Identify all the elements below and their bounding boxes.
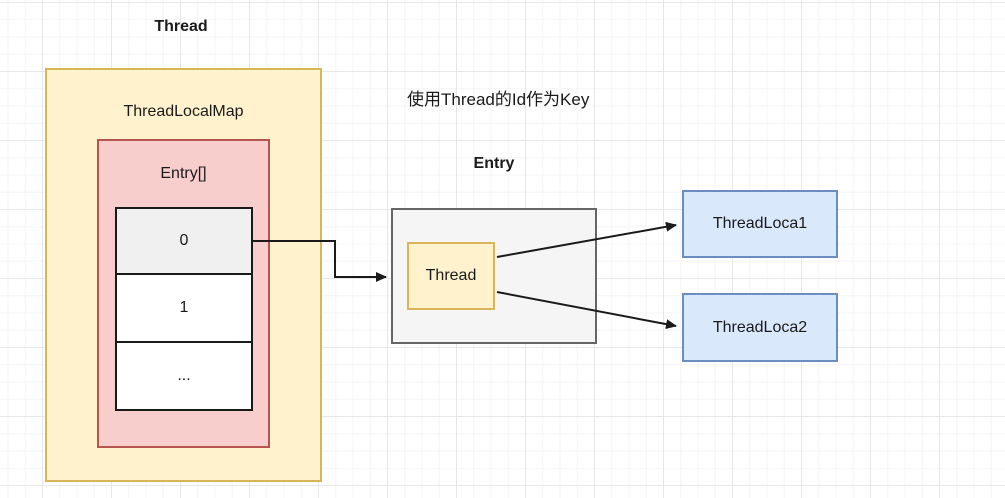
array-cell-1: 1 [115,275,253,343]
annotation-text: 使用Thread的Id作为Key [407,90,590,109]
entry-array-label: Entry[] [160,165,207,182]
thread-box: Thread [407,242,495,310]
array-cell-ellipsis: ... [115,343,253,411]
diagram-title: Thread [154,18,208,35]
threadlocal1-box: ThreadLoca1 [682,190,838,258]
array-cell-0: 0 [115,207,253,275]
threadlocal2-box: ThreadLoca2 [682,293,838,362]
entry-label: Entry [473,155,515,172]
threadlocalmap-label: ThreadLocalMap [123,103,244,120]
